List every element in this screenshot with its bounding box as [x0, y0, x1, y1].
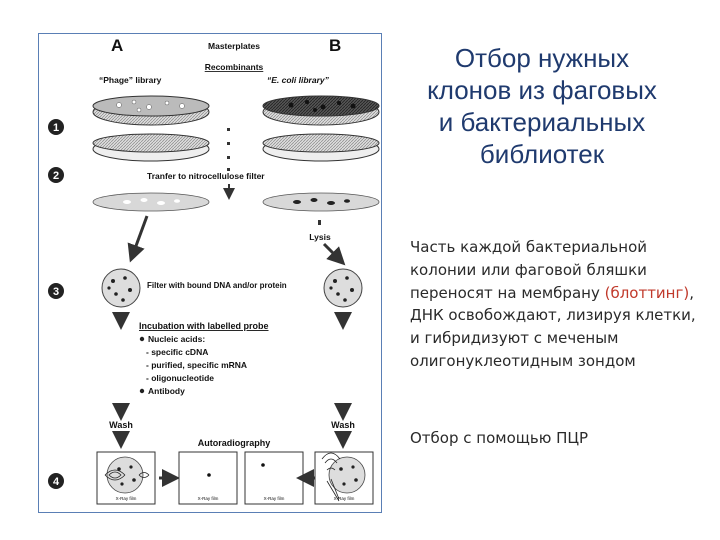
svg-text:X-Ray film: X-Ray film	[264, 496, 285, 501]
left-bound-filter	[101, 268, 141, 308]
label-a: A	[111, 36, 123, 55]
right-bound-filter	[323, 268, 363, 308]
svg-text:1: 1	[53, 122, 59, 134]
filter-bound-label: Filter with bound DNA and/or protein	[147, 281, 287, 290]
oligonucleotide-label: - oligonucleotide	[146, 373, 214, 383]
title-line-4: библиотек	[479, 139, 605, 169]
lysis-label: Lysis	[309, 232, 331, 242]
pcr-line: Отбор с помощью ПЦР	[410, 429, 589, 447]
nucleic-acids-label: Nucleic acids:	[148, 334, 205, 344]
label-b: B	[329, 36, 341, 55]
ecoli-masterplate	[262, 95, 380, 126]
left-diagonal-arrow	[127, 215, 149, 263]
nucleic-bullet	[139, 336, 145, 342]
svg-text:3: 3	[53, 286, 59, 298]
center-left-film: X-Ray film	[178, 451, 238, 505]
dotted-separator	[227, 128, 230, 171]
svg-text:X-Ray film: X-Ray film	[198, 496, 219, 501]
phage-masterplate	[92, 95, 210, 126]
title-line-1: Отбор нужных	[454, 43, 630, 73]
protocol-figure: A B Masterplates Recombinants “Phage” li…	[38, 33, 382, 513]
purified-mrna-label: - purified, specific mRNA	[146, 360, 247, 370]
transfer-label: Tranfer to nitrocellulose filter	[147, 171, 265, 181]
recombinants-label: Recombinants	[205, 62, 264, 72]
right-xray-film: X-Ray film	[314, 451, 374, 505]
title-line-3: и бактериальных	[438, 107, 646, 137]
step-badge-1: 1	[48, 119, 64, 135]
step-badge-2: 2	[48, 167, 64, 183]
wash-label-right: Wash	[331, 420, 355, 430]
phage-library-label: “Phage” library	[99, 75, 162, 85]
right-diagonal-arrow	[322, 242, 346, 266]
svg-text:X-Ray film: X-Ray film	[334, 496, 355, 501]
paragraph-part-2: , ДНК освобождают, лизируя клетки, и гиб…	[410, 283, 696, 370]
incubation-label: Incubation with labelled probe	[139, 321, 269, 331]
svg-text:4: 4	[53, 476, 60, 488]
phage-filter	[92, 192, 210, 212]
left-xray-film: X-Ray film	[96, 451, 156, 505]
step-badge-3: 3	[48, 283, 64, 299]
ecoli-filter	[262, 192, 380, 212]
phage-replica-plate	[92, 133, 210, 162]
ecoli-replica-plate	[262, 133, 380, 162]
center-right-film: X-Ray film	[244, 451, 304, 505]
blotting-highlight: (блоттинг)	[604, 283, 690, 302]
wash-label-left: Wash	[109, 420, 133, 430]
body-paragraph: Часть каждой бактериальной колонии или ф…	[410, 236, 710, 373]
title-line-2: клонов из фаговых	[427, 75, 657, 105]
step-badge-4: 4	[48, 473, 64, 489]
antibody-label: Antibody	[148, 386, 185, 396]
autoradiography-label: Autoradiography	[198, 438, 271, 448]
slide-title: Отбор нужных клонов из фаговых и бактери…	[392, 42, 692, 170]
masterplates-label: Masterplates	[208, 41, 260, 51]
lysis-tick	[318, 220, 321, 225]
svg-text:X-Ray film: X-Ray film	[116, 496, 137, 501]
ecoli-library-label: “E. coli library”	[267, 75, 330, 85]
antibody-bullet	[139, 388, 145, 394]
paragraph-part-1: Часть каждой бактериальной колонии или ф…	[410, 238, 647, 302]
specific-cdna-label: - specific cDNA	[146, 347, 208, 357]
svg-text:2: 2	[53, 170, 59, 182]
figure-canvas: A B Masterplates Recombinants “Phage” li…	[48, 36, 380, 505]
